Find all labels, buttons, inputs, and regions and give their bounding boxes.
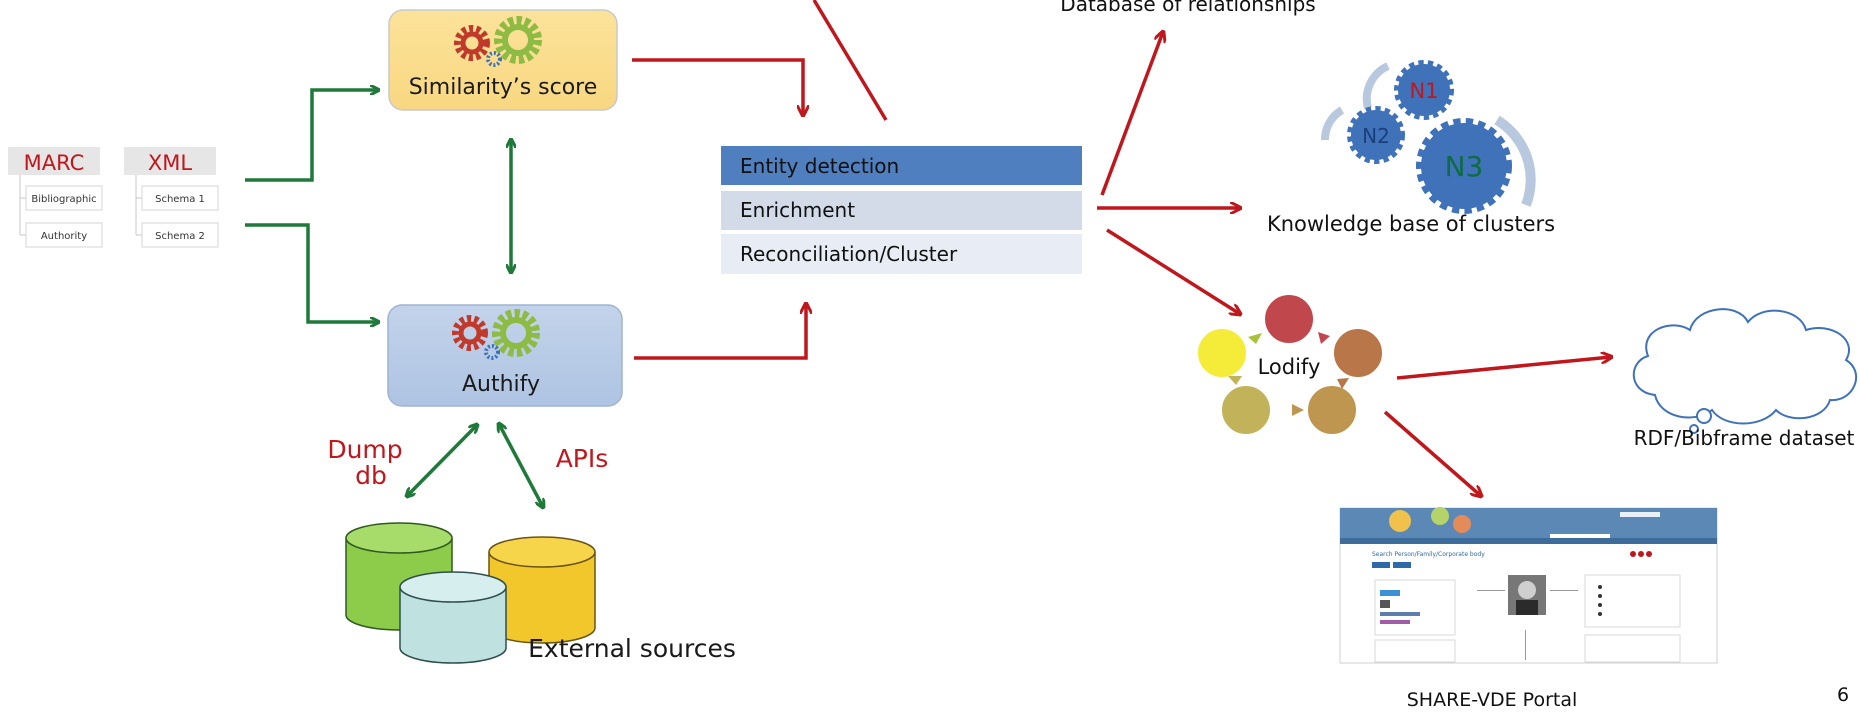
marc-source: MARC Bibliographic Authority (8, 147, 103, 248)
entity-detection-row (721, 146, 1082, 185)
arrow-to-lodify (1106, 228, 1240, 314)
xml-item-schema1-label: Schema 1 (155, 194, 205, 205)
authify-box-bg (387, 304, 623, 407)
similarity-score-box: Similarity’s score (388, 9, 618, 111)
node-n2-label: N2 (1362, 124, 1390, 148)
xml-tree-lines (135, 175, 142, 236)
xml-item-schema1 (141, 185, 219, 211)
marc-item-authority-label: Authority (41, 231, 87, 242)
dump-label-line2: db (355, 461, 387, 490)
marc-title: MARC (24, 151, 85, 175)
xml-item-schema2-label: Schema 2 (155, 231, 205, 242)
similarity-box-bg (388, 9, 618, 111)
arrow-authify-dump (407, 425, 477, 496)
rdf-label: RDF/Bibframe dataset (1634, 426, 1855, 450)
relationships-label: Database of relationships (1060, 0, 1315, 16)
lodify-cycle-icon (1196, 293, 1384, 436)
cluster-nodes-icon: N1 N2 N3 (1320, 60, 1536, 214)
similarity-label: Similarity’s score (409, 75, 598, 100)
node-n1: N1 (1394, 60, 1454, 120)
portal-search-title: Search Person/Family/Corporate body (1372, 551, 1485, 558)
xml-item-schema2 (141, 222, 219, 248)
processing-stack: Entity detection Enrichment Reconciliati… (721, 146, 1082, 274)
portal-screenshot: Search Person/Family/Corporate body (1339, 507, 1718, 664)
xml-header (124, 147, 216, 175)
external-sources-label: External sources (528, 634, 736, 663)
clusters-label: Knowledge base of clusters (1267, 212, 1555, 236)
marc-header (8, 147, 100, 175)
enrichment-label: Enrichment (740, 198, 855, 222)
authify-box: Authify (387, 304, 623, 407)
dump-label-line1: Dump (327, 435, 402, 464)
marc-tree-lines (19, 175, 26, 236)
xml-title: XML (148, 151, 193, 175)
marc-item-bibliographic-label: Bibliographic (31, 194, 96, 205)
apis-label: APIs (556, 444, 609, 473)
gears-icon (452, 309, 540, 360)
arrow-authify-apis (499, 424, 543, 507)
database-cylinders-icon (345, 522, 596, 664)
reconciliation-label: Reconciliation/Cluster (740, 242, 958, 266)
reconciliation-row (721, 234, 1082, 274)
marc-item-authority (25, 222, 103, 248)
arrow-authify-to-stack (634, 304, 806, 360)
node-n2: N2 (1347, 106, 1405, 164)
node-n3-label: N3 (1445, 150, 1484, 183)
entity-detection-label: Entity detection (740, 154, 899, 178)
arrow-to-portal (1383, 410, 1481, 496)
xml-source: XML Schema 1 Schema 2 (124, 147, 219, 248)
cloud-icon (1632, 308, 1858, 434)
enrichment-row (721, 191, 1082, 230)
node-n3: N3 (1416, 118, 1512, 214)
gears-icon (454, 16, 542, 67)
arrow-sources-to-similarity (245, 90, 378, 182)
arrow-to-rdf (1396, 357, 1611, 380)
page-number: 6 (1837, 684, 1849, 706)
arrow-to-relationships (1100, 32, 1163, 196)
node-n1-label: N1 (1409, 79, 1438, 103)
arrow-similarity-to-stack (632, 58, 803, 115)
portal-label: SHARE-VDE Portal (1407, 689, 1578, 711)
lodify-label: Lodify (1258, 355, 1321, 379)
arrow-from-top (812, 0, 888, 121)
marc-item-bibliographic (25, 185, 103, 211)
arrow-sources-to-authify (245, 223, 378, 322)
authify-label: Authify (462, 372, 540, 397)
